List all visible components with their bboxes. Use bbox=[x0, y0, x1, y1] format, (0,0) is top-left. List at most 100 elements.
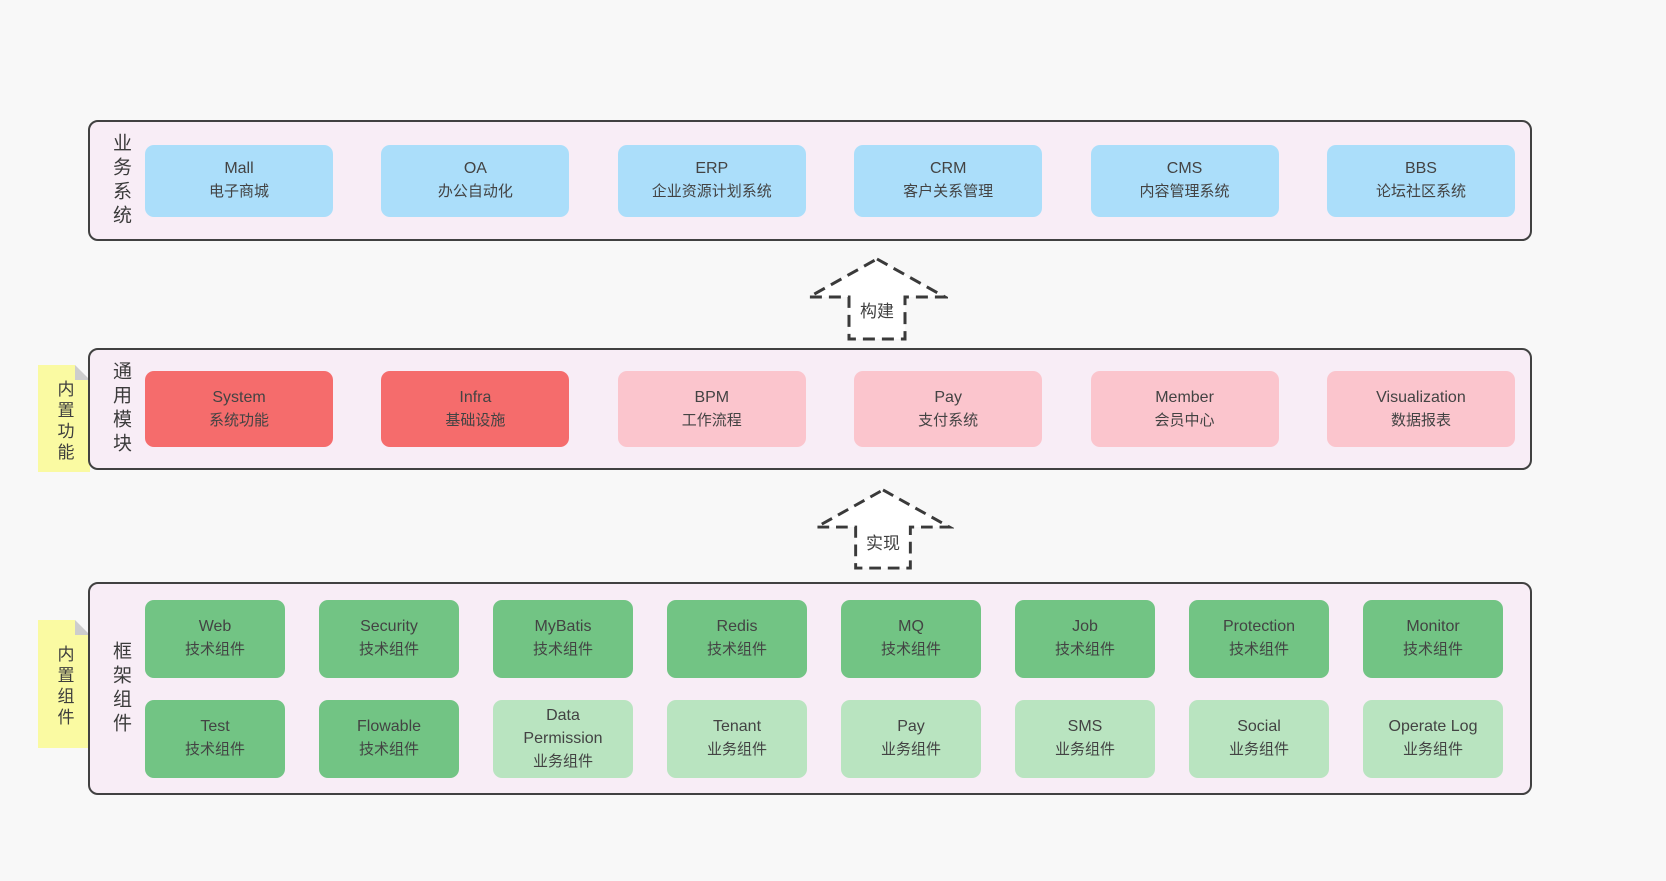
box-title: Redis bbox=[716, 618, 758, 636]
implement-arrow: 实现 bbox=[812, 487, 954, 571]
box-subtitle: 业务组件 bbox=[1054, 741, 1115, 759]
box-subtitle: 电子商城 bbox=[208, 183, 269, 201]
module-box-operate-log: Operate Log 业务组件 bbox=[1363, 699, 1503, 778]
sticky-note-builtin-components: 内置组件 bbox=[38, 620, 90, 748]
box-title: Social bbox=[1237, 718, 1281, 736]
box-title: BBS bbox=[1404, 160, 1437, 178]
business-system-boxes: Mall 电子商城 OA 办公自动化 ERP 企业资源计划系统 CRM 客户关系管理 CMS 内容… bbox=[134, 122, 1530, 239]
band-label-framework-components: 框架组件 bbox=[110, 640, 131, 737]
common-module-boxes: System 系统功能 Infra 基础设施 BPM 工作流程 Pay 支付系统 Member 会… bbox=[134, 350, 1530, 468]
box-title: Member bbox=[1155, 388, 1214, 406]
module-box-web: Web 技术组件 bbox=[145, 599, 285, 678]
box-title: Mall bbox=[224, 160, 254, 178]
box-subtitle: 技术组件 bbox=[184, 641, 245, 659]
band-label-common-modules: 通用模块 bbox=[110, 361, 131, 457]
box-title: Visualization bbox=[1376, 388, 1466, 406]
box-title: Data Permission bbox=[523, 707, 603, 747]
build-arrow: 构建 bbox=[806, 255, 948, 343]
module-box-pay: Pay 支付系统 bbox=[854, 371, 1043, 447]
module-box-mybatis: MyBatis 技术组件 bbox=[493, 599, 633, 678]
sticky-note-label: 内置功能 bbox=[54, 379, 74, 464]
box-title: CRM bbox=[929, 160, 967, 178]
box-title: Web bbox=[198, 618, 232, 636]
box-subtitle: 基础设施 bbox=[445, 411, 506, 429]
module-box-test: Test 技术组件 bbox=[145, 699, 285, 778]
box-subtitle: 业务组件 bbox=[880, 741, 941, 759]
box-subtitle: 业务组件 bbox=[1402, 741, 1463, 759]
box-title: Infra bbox=[459, 388, 492, 406]
sticky-note-builtin-features: 内置功能 bbox=[38, 365, 90, 472]
module-box-mall: Mall 电子商城 bbox=[145, 144, 333, 217]
box-title: Operate Log bbox=[1388, 718, 1478, 736]
box-title: System bbox=[212, 388, 266, 406]
module-box-cms: CMS 内容管理系统 bbox=[1090, 144, 1279, 217]
box-title: Protection bbox=[1222, 618, 1296, 636]
box-subtitle: 技术组件 bbox=[184, 741, 245, 759]
box-subtitle: 技术组件 bbox=[706, 641, 767, 659]
module-box-mq: MQ 技术组件 bbox=[841, 599, 981, 678]
module-box-security: Security 技术组件 bbox=[319, 599, 459, 678]
box-title: Pay bbox=[934, 388, 962, 406]
box-title: MyBatis bbox=[534, 618, 592, 636]
box-subtitle: 支付系统 bbox=[918, 411, 979, 429]
module-box-visualization: Visualization 数据报表 bbox=[1326, 371, 1515, 447]
box-title: Tenant bbox=[712, 718, 762, 736]
module-box-bpm: BPM 工作流程 bbox=[617, 371, 806, 447]
box-subtitle: 业务组件 bbox=[532, 752, 593, 770]
box-title: SMS bbox=[1067, 718, 1103, 736]
box-title: Pay bbox=[897, 718, 925, 736]
box-title: ERP bbox=[695, 160, 729, 178]
module-box-redis: Redis 技术组件 bbox=[667, 599, 807, 678]
module-box-pay: Pay 业务组件 bbox=[841, 699, 981, 778]
box-subtitle: 技术组件 bbox=[1228, 641, 1289, 659]
box-title: Security bbox=[360, 618, 418, 636]
band-common-modules: 通用模块 System 系统功能 Infra 基础设施 BPM 工作流程 Pay 支付系统 Me… bbox=[88, 348, 1532, 470]
module-box-system: System 系统功能 bbox=[145, 371, 333, 447]
implement-arrow-label: 实现 bbox=[865, 529, 901, 554]
band-business-systems: 业务系统 Mall 电子商城 OA 办公自动化 ERP 企业资源计划系统 CRM 客户关系管理… bbox=[88, 120, 1532, 241]
box-title: Flowable bbox=[356, 718, 422, 736]
box-subtitle: 论坛社区系统 bbox=[1375, 183, 1466, 201]
box-subtitle: 技术组件 bbox=[532, 641, 593, 659]
sticky-note-label: 内置组件 bbox=[54, 645, 74, 729]
module-box-job: Job 技术组件 bbox=[1015, 599, 1155, 678]
box-subtitle: 会员中心 bbox=[1154, 411, 1215, 429]
box-subtitle: 办公自动化 bbox=[437, 183, 513, 201]
box-title: OA bbox=[463, 160, 487, 178]
module-box-data-permission: Data Permission 业务组件 bbox=[493, 699, 633, 778]
box-subtitle: 系统功能 bbox=[208, 411, 269, 429]
module-box-sms: SMS 业务组件 bbox=[1015, 699, 1155, 778]
box-subtitle: 技术组件 bbox=[1402, 641, 1463, 659]
module-box-oa: OA 办公自动化 bbox=[381, 144, 570, 217]
box-title: CMS bbox=[1166, 160, 1203, 178]
box-title: BPM bbox=[694, 388, 730, 406]
build-arrow-label: 构建 bbox=[859, 297, 895, 322]
module-box-monitor: Monitor 技术组件 bbox=[1363, 599, 1503, 678]
box-subtitle: 技术组件 bbox=[1054, 641, 1115, 659]
box-subtitle: 客户关系管理 bbox=[903, 183, 994, 201]
module-box-bbs: BBS 论坛社区系统 bbox=[1326, 144, 1515, 217]
module-box-infra: Infra 基础设施 bbox=[381, 371, 570, 447]
box-subtitle: 工作流程 bbox=[681, 411, 742, 429]
box-title: MQ bbox=[898, 618, 924, 636]
band-label-business-systems: 业务系统 bbox=[110, 132, 131, 229]
box-subtitle: 技术组件 bbox=[358, 741, 419, 759]
box-subtitle: 企业资源计划系统 bbox=[651, 183, 772, 201]
box-subtitle: 技术组件 bbox=[880, 641, 941, 659]
box-subtitle: 业务组件 bbox=[706, 741, 767, 759]
box-subtitle: 技术组件 bbox=[358, 641, 419, 659]
box-title: Monitor bbox=[1406, 618, 1460, 636]
box-title: Test bbox=[200, 718, 230, 736]
biz-component-row: Test 技术组件 Flowable 技术组件 Data Permission 业务组件 T… bbox=[145, 699, 1503, 778]
box-title: Job bbox=[1072, 618, 1098, 636]
module-box-member: Member 会员中心 bbox=[1090, 371, 1279, 447]
module-box-erp: ERP 企业资源计划系统 bbox=[617, 144, 806, 217]
module-box-crm: CRM 客户关系管理 bbox=[854, 144, 1043, 217]
box-subtitle: 数据报表 bbox=[1390, 411, 1451, 429]
module-box-flowable: Flowable 技术组件 bbox=[319, 699, 459, 778]
box-subtitle: 内容管理系统 bbox=[1139, 183, 1230, 201]
